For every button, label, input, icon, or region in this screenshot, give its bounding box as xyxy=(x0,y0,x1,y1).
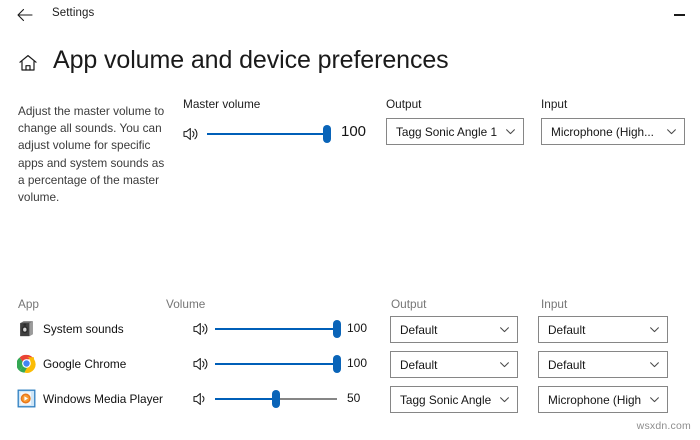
column-header-app: App xyxy=(18,297,39,311)
slider-track-fill xyxy=(215,363,337,365)
master-volume-slider[interactable]: 100 xyxy=(183,122,367,146)
chevron-down-icon xyxy=(498,323,511,336)
chevron-down-icon xyxy=(648,358,661,371)
back-arrow-icon[interactable] xyxy=(14,5,36,25)
speaker-high-icon xyxy=(183,126,200,142)
app-name: Windows Media Player xyxy=(43,392,163,406)
app-name: System sounds xyxy=(43,322,124,336)
chevron-down-icon xyxy=(665,125,678,138)
master-input-select[interactable]: Microphone (High... xyxy=(541,118,685,145)
master-output-select[interactable]: Tagg Sonic Angle 1 (... xyxy=(386,118,524,145)
chevron-down-icon xyxy=(504,125,517,138)
speaker-high-icon xyxy=(193,321,210,337)
app-output-select[interactable]: Default xyxy=(390,316,518,343)
column-header-input: Input xyxy=(541,297,568,311)
chevron-down-icon xyxy=(498,358,511,371)
google-chrome-icon xyxy=(16,354,36,373)
app-input-value: Default xyxy=(548,357,586,372)
app-volume-value: 100 xyxy=(347,356,368,370)
column-header-volume: Volume xyxy=(166,297,206,311)
slider-thumb[interactable] xyxy=(333,320,341,338)
slider-thumb[interactable] xyxy=(272,390,280,408)
app-input-select[interactable]: Default xyxy=(538,316,668,343)
app-output-value: Tagg Sonic Angle 1 xyxy=(400,392,494,407)
app-input-value: Default xyxy=(548,322,586,337)
app-name: Google Chrome xyxy=(43,357,127,371)
app-output-select[interactable]: Tagg Sonic Angle 1 xyxy=(390,386,518,413)
chevron-down-icon xyxy=(648,323,661,336)
slider-track[interactable] xyxy=(207,133,327,135)
column-header-output: Output xyxy=(391,297,427,311)
windows-media-player-icon xyxy=(17,389,36,408)
master-output-value: Tagg Sonic Angle 1 (... xyxy=(396,124,500,139)
master-volume-value: 100 xyxy=(341,123,367,140)
app-volume-value: 50 xyxy=(347,391,361,405)
table-row[interactable]: Windows Media Player 50 Tagg Sonic Angle… xyxy=(0,383,700,415)
chevron-down-icon xyxy=(498,393,511,406)
master-input-value: Microphone (High... xyxy=(551,124,654,139)
slider-track[interactable] xyxy=(215,363,337,365)
home-icon[interactable] xyxy=(17,52,39,74)
app-output-value: Default xyxy=(400,322,438,337)
master-output-label: Output xyxy=(386,97,422,111)
master-volume-label: Master volume xyxy=(183,97,261,111)
system-sounds-icon xyxy=(17,319,36,338)
slider-track[interactable] xyxy=(215,328,337,330)
master-input-label: Input xyxy=(541,97,568,111)
app-output-value: Default xyxy=(400,357,438,372)
slider-track-fill xyxy=(207,133,327,135)
window-title: Settings xyxy=(52,7,95,19)
page-title: App volume and device preferences xyxy=(53,46,449,74)
table-row[interactable]: Google Chrome 100 Default Default xyxy=(0,348,700,380)
speaker-low-icon xyxy=(193,391,210,407)
slider-thumb[interactable] xyxy=(323,125,331,143)
watermark: wsxdn.com xyxy=(636,420,691,432)
chevron-down-icon xyxy=(648,393,661,406)
slider-thumb[interactable] xyxy=(333,355,341,373)
page-description: Adjust the master volume to change all s… xyxy=(18,104,165,205)
slider-track-fill xyxy=(215,398,276,400)
app-output-select[interactable]: Default xyxy=(390,351,518,378)
slider-track-fill xyxy=(215,328,337,330)
speaker-high-icon xyxy=(193,356,210,372)
title-bar: Settings xyxy=(0,0,700,30)
table-row[interactable]: System sounds 100 Default Default xyxy=(0,313,700,345)
minimize-button[interactable] xyxy=(664,6,694,24)
app-input-select[interactable]: Microphone (High xyxy=(538,386,668,413)
app-volume-value: 100 xyxy=(347,321,368,335)
app-input-select[interactable]: Default xyxy=(538,351,668,378)
app-input-value: Microphone (High xyxy=(548,392,642,407)
